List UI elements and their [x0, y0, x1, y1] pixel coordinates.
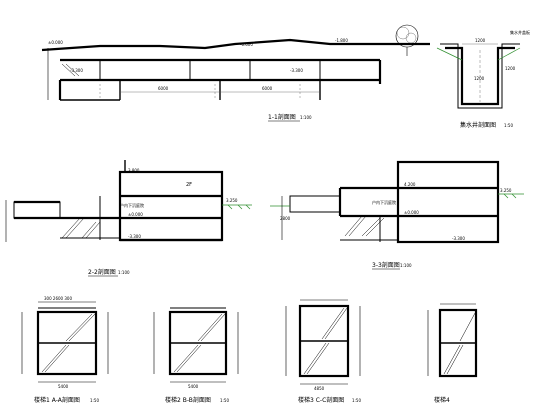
- svg-text:±0.000: ±0.000: [128, 212, 143, 217]
- stair-3-title: 楼梯3 C-C剖面图: [298, 396, 344, 404]
- section-3-3: 户内下沉庭院 4.200 3.250 ±0.000 -3.300 2800 3-…: [270, 160, 524, 270]
- section-3-3-title: 3-3剖面图: [372, 261, 400, 269]
- svg-text:2F: 2F: [186, 182, 192, 188]
- sump-pit-section: 1200 1200 1200 集水井盖板 集水井剖面图 1:50: [436, 29, 530, 129]
- stair-1-section: 5400 300 2600 300 楼梯1 A-A剖面图 1:50: [21, 296, 109, 404]
- svg-text:4850: 4850: [314, 386, 325, 391]
- svg-text:3.250: 3.250: [500, 188, 512, 193]
- svg-text:1:50: 1:50: [220, 398, 229, 403]
- svg-text:1:100: 1:100: [400, 263, 412, 268]
- svg-text:5400: 5400: [58, 384, 69, 389]
- section-1-1: 6000 6000 ±0.000 -0.600 -1.800 -3.300 -3…: [41, 24, 430, 122]
- svg-text:-3.300: -3.300: [290, 68, 303, 73]
- svg-text:-3.300: -3.300: [452, 236, 465, 241]
- section-2-2-title: 2-2剖面图: [88, 268, 116, 276]
- svg-text:1200: 1200: [475, 38, 486, 43]
- svg-text:4.200: 4.200: [404, 182, 416, 187]
- section-1-1-title: 1-1剖面图: [268, 113, 296, 121]
- stair-4-section: 楼梯4: [427, 303, 478, 404]
- svg-text:300 2600 300: 300 2600 300: [44, 296, 72, 301]
- svg-text:5400: 5400: [188, 384, 199, 389]
- svg-text:-1.800: -1.800: [335, 38, 348, 43]
- svg-text:±0.000: ±0.000: [48, 40, 63, 45]
- svg-text:1:100: 1:100: [118, 270, 130, 275]
- dim-6000-a: 6000: [158, 86, 169, 91]
- svg-text:户内下沉庭院: 户内下沉庭院: [120, 202, 144, 208]
- section-3-3-outline: [396, 160, 500, 244]
- svg-text:1200: 1200: [474, 76, 485, 81]
- svg-text:1:50: 1:50: [504, 123, 513, 128]
- stair-2-section: 5400 楼梯2 B-B剖面图 1:50: [153, 307, 239, 404]
- sump-pit-title: 集水井剖面图: [460, 121, 496, 129]
- svg-text:±0.000: ±0.000: [404, 210, 419, 215]
- svg-text:1:100: 1:100: [300, 115, 312, 120]
- svg-text:-0.600: -0.600: [240, 42, 253, 47]
- dim-6000-b: 6000: [262, 86, 273, 91]
- svg-text:3.800: 3.800: [128, 168, 140, 173]
- svg-text:-3.300: -3.300: [128, 234, 141, 239]
- svg-text:1:50: 1:50: [90, 398, 99, 403]
- stair-4-title: 楼梯4: [434, 396, 450, 404]
- stair-1-title: 楼梯1 A-A剖面图: [34, 396, 80, 404]
- svg-text:户内下沉庭院: 户内下沉庭院: [372, 199, 396, 205]
- stair-3-section: 4850 楼梯3 C-C剖面图 1:50: [285, 299, 361, 404]
- ground-line: [41, 38, 430, 52]
- svg-text:2800: 2800: [280, 216, 291, 221]
- stair-2-title: 楼梯2 B-B剖面图: [165, 396, 211, 404]
- svg-text:3.250: 3.250: [226, 198, 238, 203]
- svg-text:1200: 1200: [505, 66, 516, 71]
- svg-text:1:50: 1:50: [352, 398, 361, 403]
- svg-text:集水井盖板: 集水井盖板: [510, 29, 530, 35]
- svg-text:-3.300: -3.300: [70, 68, 83, 73]
- section-2-2: 2F 户内下沉庭院 3.800 3.250 ±0.000 -3.300 2-2剖…: [5, 160, 252, 277]
- tree-icon: [395, 24, 419, 56]
